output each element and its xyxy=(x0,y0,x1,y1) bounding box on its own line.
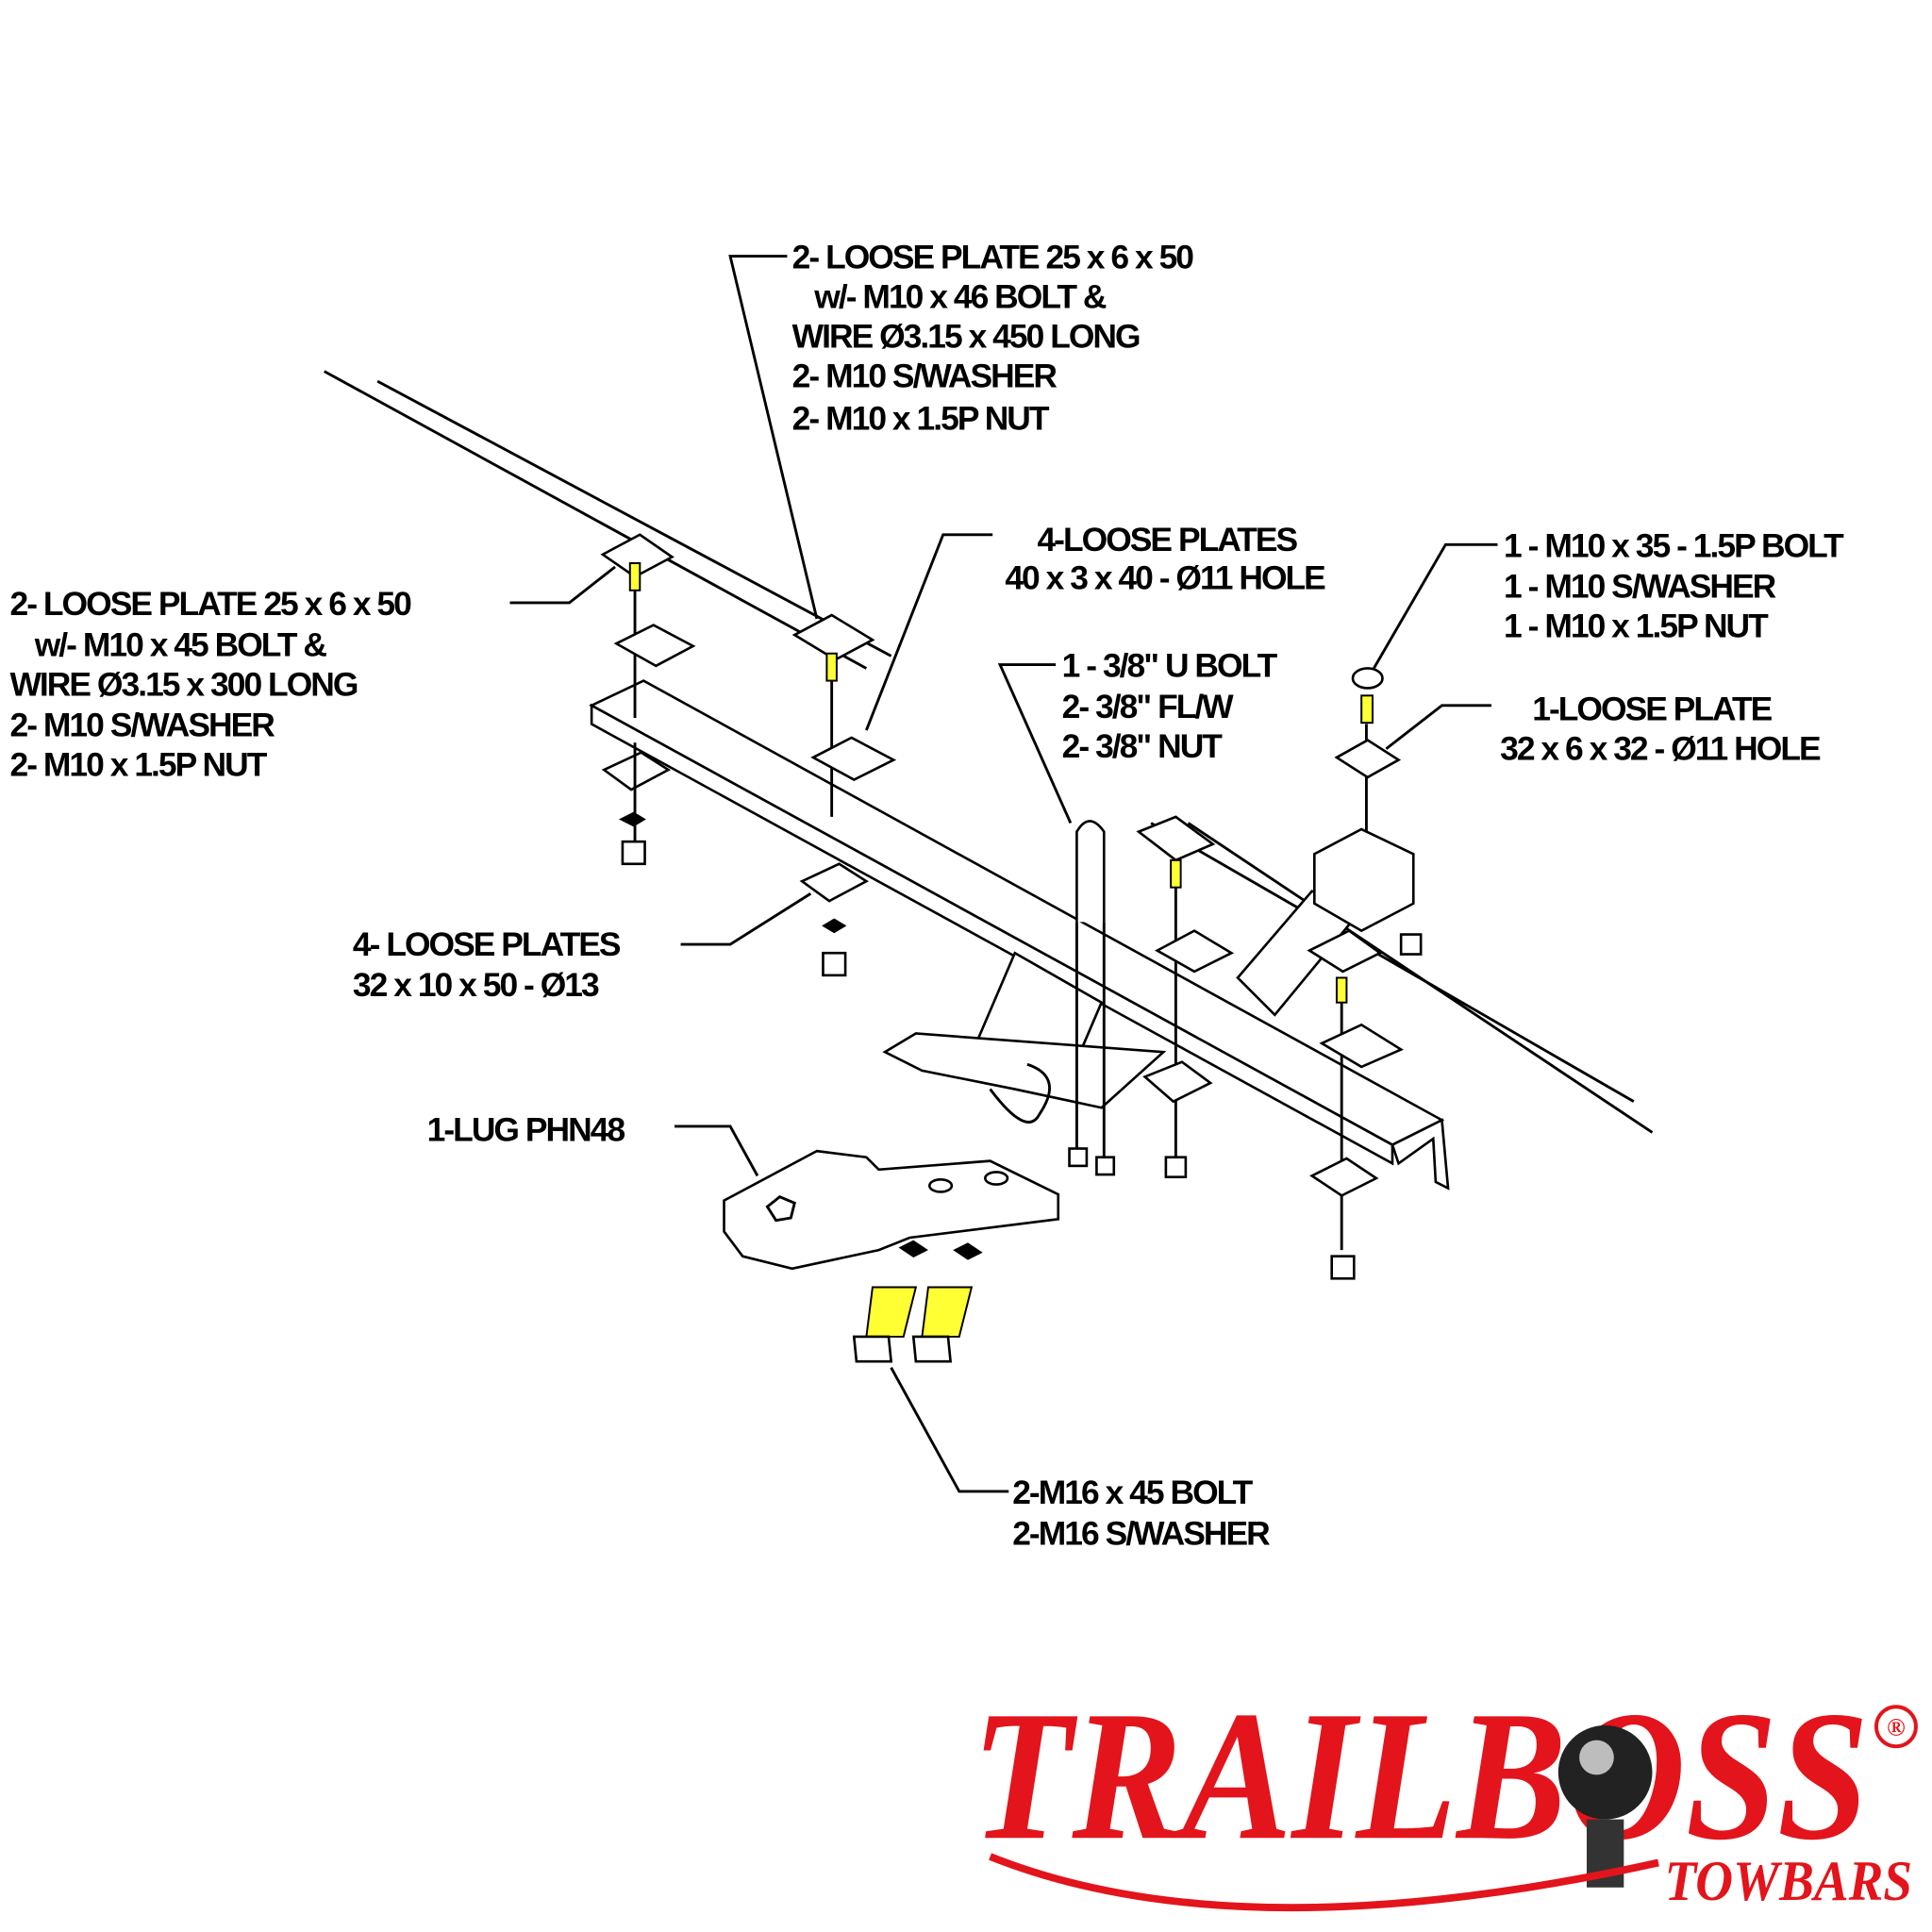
callout-line: 2-M16 S/WASHER xyxy=(1012,1514,1270,1552)
callout-line: 4-LOOSE PLATES xyxy=(1037,521,1297,558)
trailboss-logo: TRAILBOSS ® TOWBARS xyxy=(972,1673,1918,1913)
callout-line: 2- M10 S/WASHER xyxy=(792,358,1058,395)
callout-line: WIRE Ø3.15 x 450 LONG xyxy=(792,318,1140,356)
callout-line: 2- LOOSE PLATE 25 x 6 x 50 xyxy=(792,239,1194,276)
lug-phn48 xyxy=(723,1149,1060,1271)
callout-bolt-m16: 2-M16 x 45 BOLT 2-M16 S/WASHER xyxy=(1012,1474,1272,1552)
plate-stack-right xyxy=(1307,667,1423,1280)
callout-line: 2- M10 x 1.5P NUT xyxy=(9,746,267,784)
m16-bolts xyxy=(852,1240,983,1363)
callout-line: 4- LOOSE PLATES xyxy=(353,925,621,963)
callout-line: 2- M10 S/WASHER xyxy=(9,707,275,744)
callout-line: 2- M10 x 1.5P NUT xyxy=(792,399,1050,437)
callout-line: w/- M10 x 46 BOLT & xyxy=(813,278,1107,316)
callout-left-plate: 2- LOOSE PLATE 25 x 6 x 50 w/- M10 x 45 … xyxy=(9,585,413,784)
leader-lines xyxy=(509,255,1498,1493)
callout-top-plate: 2- LOOSE PLATE 25 x 6 x 50 w/- M10 x 46 … xyxy=(792,239,1196,438)
logo-sub: TOWBARS xyxy=(1665,1850,1912,1913)
callout-line: 2- 3/8" NUT xyxy=(1062,727,1224,765)
callout-line: 2- 3/8" FL/W xyxy=(1062,688,1235,725)
plate-stack-mid xyxy=(1136,815,1235,1179)
callout-line: WIRE Ø3.15 x 300 LONG xyxy=(9,665,357,703)
callout-line: 2-M16 x 45 BOLT xyxy=(1012,1474,1253,1511)
callout-lug: 1-LUG PHN48 xyxy=(427,1111,627,1149)
callout-u-bolt: 1 - 3/8" U BOLT 2- 3/8" FL/W 2- 3/8" NUT xyxy=(1062,647,1280,765)
callout-line: 32 x 10 x 50 - Ø13 xyxy=(353,966,599,1004)
callout-line: 1 - M10 x 35 - 1.5P BOLT xyxy=(1504,526,1844,564)
logo-brand: TRAILBOSS xyxy=(972,1673,1869,1878)
callout-line: 2- LOOSE PLATE 25 x 6 x 50 xyxy=(9,585,411,623)
callout-plate-32: 1-LOOSE PLATE 32 x 6 x 32 - Ø11 HOLE xyxy=(1500,691,1823,768)
callout-plates-32x10: 4- LOOSE PLATES 32 x 10 x 50 - Ø13 xyxy=(353,925,623,1004)
callout-line: 40 x 3 x 40 - Ø11 HOLE xyxy=(1005,559,1325,597)
callout-line: 1-LOOSE PLATE xyxy=(1532,691,1772,728)
logo-registered: ® xyxy=(1887,1713,1906,1740)
callout-line: 1-LUG PHN48 xyxy=(427,1111,625,1149)
callout-line: 32 x 6 x 32 - Ø11 HOLE xyxy=(1500,730,1821,768)
callout-line: w/- M10 x 45 BOLT & xyxy=(34,625,327,663)
callout-plates-40: 4-LOOSE PLATES 40 x 3 x 40 - Ø11 HOLE xyxy=(1005,521,1327,597)
callout-line: 1 - M10 S/WASHER xyxy=(1504,568,1776,606)
plate-stack-left xyxy=(600,533,696,866)
callout-line: 1 - 3/8" U BOLT xyxy=(1062,647,1278,685)
center-mount xyxy=(882,951,1167,1124)
callout-line: 1 - M10 x 1.5P NUT xyxy=(1504,608,1769,645)
callout-bolt-m10: 1 - M10 x 35 - 1.5P BOLT 1 - M10 S/WASHE… xyxy=(1504,526,1846,645)
main-crossbar xyxy=(589,679,1450,1191)
chassis-rails xyxy=(324,370,1654,1134)
u-bolt xyxy=(1068,820,1116,1176)
